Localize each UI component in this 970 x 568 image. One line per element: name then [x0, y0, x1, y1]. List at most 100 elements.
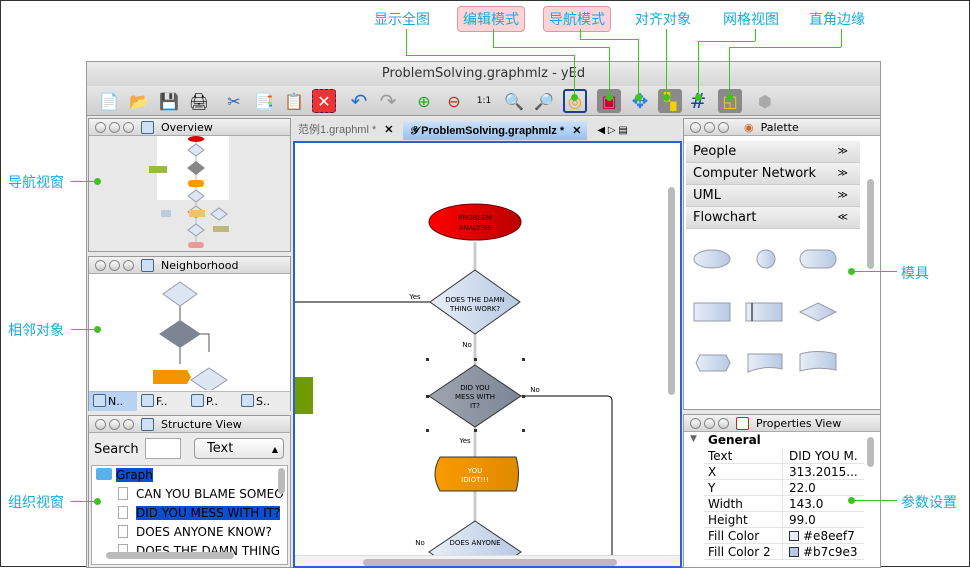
- flowchart-shapes[interactable]: [688, 239, 858, 409]
- annotation-nav-mode: 导航模式: [543, 6, 611, 32]
- snap-align-icon[interactable]: ▚: [658, 89, 682, 113]
- tree-item[interactable]: CAN YOU BLAME SOMEO: [92, 485, 287, 504]
- svg-text:IDIOT!!!: IDIOT!!!: [461, 476, 489, 484]
- palette-scrollbar[interactable]: [867, 179, 874, 269]
- editor-tabs: 范例1.graphml *✕ 𝒴 ProblemSolving.graphmlz…: [292, 118, 682, 142]
- neighborhood-tab-s[interactable]: S..: [237, 392, 287, 411]
- neighborhood-tab-f[interactable]: F..: [137, 392, 187, 411]
- overview-title: Overview: [161, 120, 213, 134]
- tab-scroll-arrows[interactable]: ◀ ▷ ▤: [597, 125, 628, 136]
- node-problem-analysis: [428, 203, 522, 241]
- node-mess-with-it: [428, 364, 522, 428]
- zoom-out-icon[interactable]: ⊖: [447, 91, 461, 111]
- color-swatch: [789, 531, 799, 541]
- tab-example[interactable]: 范例1.graphml *✕: [298, 124, 394, 136]
- svg-text:PROBLEM: PROBLEM: [458, 214, 492, 222]
- tree-hscrollbar[interactable]: [106, 552, 234, 559]
- svg-text:Yes: Yes: [458, 437, 471, 445]
- node-anyone-know: [428, 520, 522, 566]
- annotation-edit-mode: 编辑模式: [457, 6, 525, 32]
- annotation-fit: 显示全图: [374, 12, 430, 28]
- document-icon: [118, 525, 128, 538]
- palette-panel: ◉Palette People≫ Computer Network≫ UML≫ …: [683, 118, 881, 410]
- structure-panel: Structure View Search Text▲ Graph CAN YO…: [88, 415, 291, 568]
- property-row[interactable]: Fill Color#e8eef7: [704, 528, 864, 544]
- orthogonal-edges-icon[interactable]: ◱: [718, 89, 742, 113]
- group-general[interactable]: General: [708, 433, 761, 447]
- zoom-selection-icon[interactable]: 🔎: [534, 91, 554, 111]
- open-folder-icon[interactable]: 📂: [129, 91, 149, 111]
- neighborhood-graph[interactable]: [89, 274, 290, 393]
- palette-section-uml[interactable]: UML≫: [686, 185, 860, 207]
- properties-scrollbar[interactable]: [867, 437, 874, 467]
- print-icon[interactable]: 🖨: [188, 91, 210, 111]
- search-filter-select[interactable]: Text▲: [194, 438, 284, 459]
- svg-text:THING WORK?: THING WORK?: [449, 305, 500, 313]
- window-title: ProblemSolving.graphmlz - yEd: [87, 62, 880, 86]
- property-row[interactable]: Fill Color 2#b7c9e3: [704, 544, 864, 560]
- annotation-palette: 模具: [901, 266, 929, 282]
- annotation-overview: 导航视窗: [8, 175, 64, 191]
- svg-text:DOES THE DAMN: DOES THE DAMN: [445, 296, 505, 304]
- copy-icon[interactable]: 📑: [254, 91, 274, 111]
- properties-title: Properties View: [756, 416, 842, 430]
- tree-item[interactable]: DOES ANYONE KNOW?: [92, 523, 287, 542]
- structure-title: Structure View: [161, 417, 242, 431]
- annotation-neighborhood: 相邻对象: [8, 323, 64, 339]
- neighborhood-icon: [141, 258, 154, 272]
- canvas-hscrollbar[interactable]: [363, 559, 617, 566]
- save-icon[interactable]: 💾: [159, 91, 179, 111]
- zoom-icon[interactable]: 🔍: [504, 91, 524, 111]
- svg-text:Yes: Yes: [408, 293, 421, 301]
- collapse-icon[interactable]: ▼: [690, 434, 697, 444]
- palette-section-flowchart[interactable]: Flowchart≪: [686, 207, 860, 229]
- zoom-in-icon[interactable]: ⊕: [417, 91, 431, 111]
- fit-content-icon[interactable]: ◎: [563, 89, 587, 113]
- overview-panel: Overview: [88, 118, 291, 252]
- svg-text:YOU: YOU: [467, 467, 483, 475]
- document-icon: [118, 506, 128, 519]
- palette-section-people[interactable]: People≫: [686, 141, 860, 163]
- svg-text:No: No: [530, 386, 540, 394]
- node-you-idiot: [434, 456, 519, 492]
- annotation-structure: 组织视窗: [8, 495, 64, 511]
- tree-item[interactable]: DID YOU MESS WITH IT?: [92, 504, 287, 523]
- plugin-icon[interactable]: ⬢: [758, 91, 772, 111]
- annotation-properties: 参数设置: [901, 495, 957, 511]
- annotation-grid: 网格视图: [723, 12, 779, 28]
- zoom-1-1-icon[interactable]: 1:1: [476, 96, 492, 106]
- svg-text:DID YOU: DID YOU: [460, 384, 490, 392]
- annotation-align: 对齐对象: [635, 12, 691, 28]
- neighborhood-tab-n[interactable]: N..: [89, 392, 137, 411]
- navigation-mode-icon[interactable]: ✥: [631, 89, 649, 113]
- redo-icon[interactable]: ↷: [379, 89, 397, 113]
- paste-icon[interactable]: 📋: [284, 91, 304, 111]
- close-tab-icon: ✕: [572, 125, 582, 137]
- svg-text:No: No: [462, 341, 472, 349]
- grid-icon[interactable]: #: [689, 89, 707, 113]
- annotation-ortho: 直角边缘: [809, 12, 865, 28]
- app-window: ProblemSolving.graphmlz - yEd 📄 📂 💾 🖨 ✂ …: [86, 61, 881, 568]
- delete-icon[interactable]: ✕: [312, 89, 336, 113]
- search-input[interactable]: [145, 438, 181, 459]
- undo-icon[interactable]: ↶: [350, 89, 368, 113]
- new-document-icon[interactable]: 📄: [99, 91, 119, 111]
- palette-section-computer-network[interactable]: Computer Network≫: [686, 163, 860, 185]
- color-swatch: [789, 547, 799, 557]
- canvas-vscrollbar[interactable]: [668, 187, 675, 395]
- tree-item-graph[interactable]: Graph: [92, 466, 287, 485]
- neighborhood-tab-p[interactable]: P..: [187, 392, 237, 411]
- node-green: [295, 377, 313, 414]
- neighborhood-panel: Neighborhood N.. F.. P.. S..: [88, 256, 291, 411]
- tab-problemsolving[interactable]: 𝒴 ProblemSolving.graphmlz *✕: [403, 121, 588, 140]
- overview-minimap[interactable]: [89, 136, 290, 251]
- cut-icon[interactable]: ✂: [227, 91, 241, 111]
- document-icon: [118, 487, 128, 500]
